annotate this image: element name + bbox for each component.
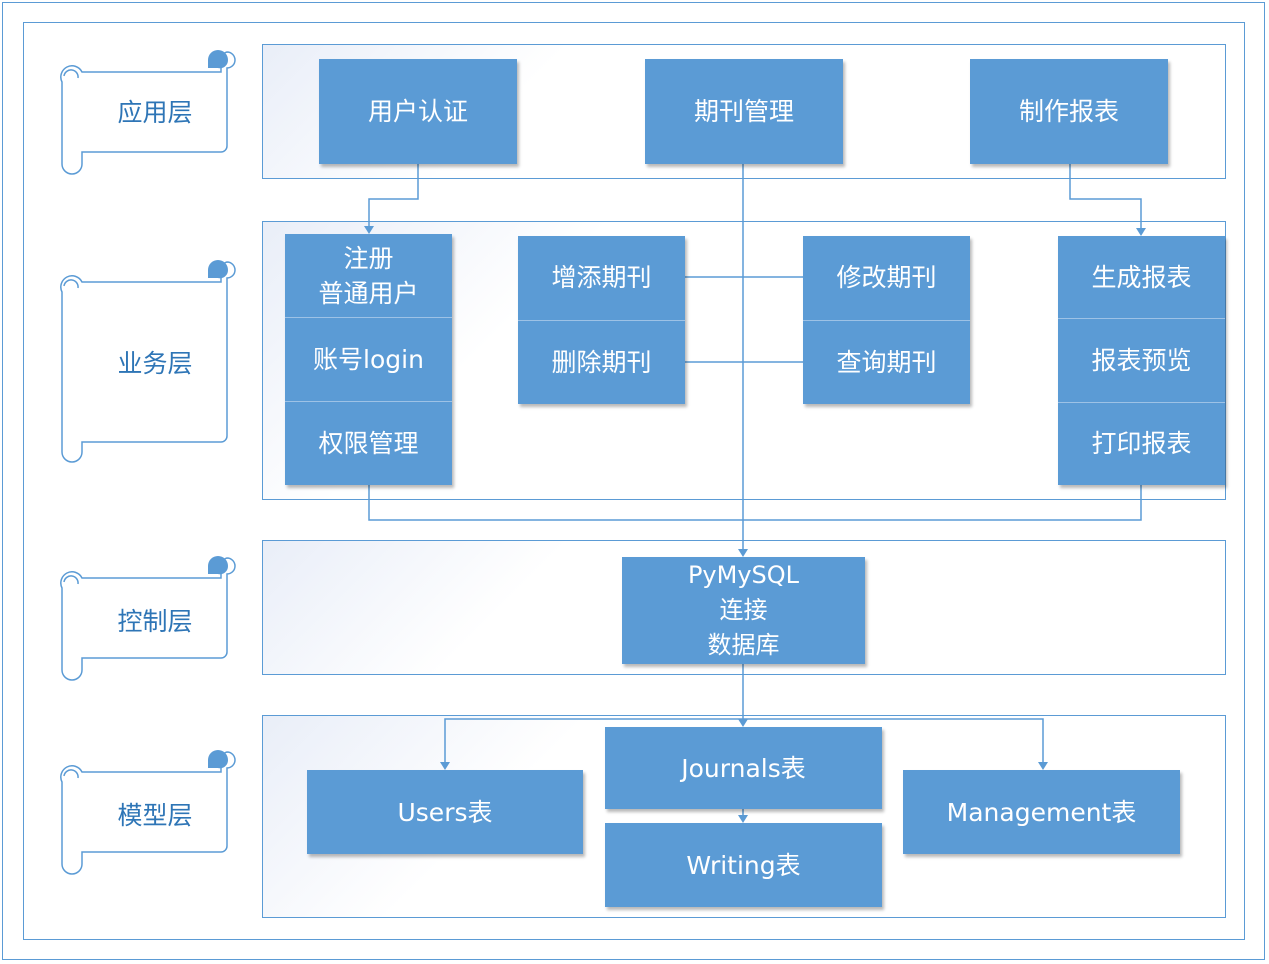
add-journal-cell: 增添期刊	[551, 263, 652, 293]
journal-mgmt-box: 期刊管理	[645, 59, 843, 164]
report-functions-stack: 生成报表 报表预览 打印报表	[1058, 236, 1225, 485]
permission-mgmt-cell: 权限管理	[285, 401, 452, 485]
control-layer-label: 控制层	[117, 607, 193, 636]
business-layer-label: 业务层	[117, 349, 193, 378]
db-connect-box: PyMySQL 连接 数据库	[622, 557, 865, 664]
connector-user-auth	[368, 164, 419, 226]
user-auth-box: 用户认证	[319, 59, 517, 164]
arrow-register	[364, 226, 374, 234]
application-layer-scroll-icon	[60, 50, 236, 175]
arrow-generate-report	[1136, 228, 1146, 236]
delete-journal-cell: 删除期刊	[518, 319, 685, 405]
writing-table-box: Writing表	[605, 823, 882, 907]
generate-report-cell: 生成报表	[1091, 262, 1192, 292]
account-login-cell: 账号login	[285, 317, 452, 401]
modify-journal-cell: 修改期刊	[836, 263, 937, 293]
journal-edit-stack: 增添期刊 删除期刊	[518, 236, 685, 404]
arrow-pymysql	[738, 549, 748, 557]
connector-make-report	[1069, 164, 1142, 228]
control-layer-scroll-icon	[60, 556, 236, 681]
arrow-journals	[738, 719, 748, 727]
preview-report-cell: 报表预览	[1058, 318, 1225, 401]
print-report-cell: 打印报表	[1058, 401, 1225, 485]
arrow-users	[440, 762, 450, 770]
make-report-box: 制作报表	[970, 59, 1168, 164]
journal-query-stack: 修改期刊 查询期刊	[803, 236, 970, 404]
query-journal-cell: 查询期刊	[803, 319, 970, 405]
application-layer-label: 应用层	[117, 98, 193, 127]
arrow-management	[1038, 762, 1048, 770]
user-functions-stack: 注册 普通用户 账号login 权限管理	[285, 234, 452, 485]
journals-table-box: Journals表	[605, 727, 882, 809]
model-layer-label: 模型层	[117, 801, 193, 830]
register-cell: 注册 普通用户	[318, 243, 419, 308]
connector-business-bus	[368, 485, 1142, 521]
inner-frame	[23, 22, 1245, 940]
business-layer-scroll-icon	[60, 260, 236, 463]
arrow-writing	[738, 815, 748, 823]
model-layer-scroll-icon	[60, 750, 236, 875]
management-table-box: Management表	[903, 770, 1180, 854]
users-table-box: Users表	[307, 770, 583, 854]
